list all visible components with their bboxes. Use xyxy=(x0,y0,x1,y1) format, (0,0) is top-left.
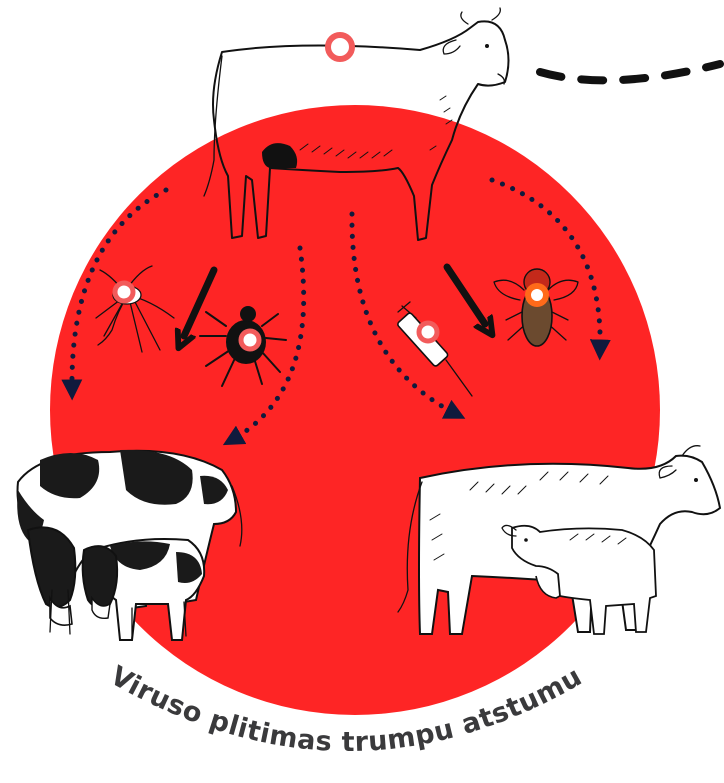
long-distance-dashed-line xyxy=(540,64,720,80)
source-marker xyxy=(328,35,352,59)
syringe-marker xyxy=(419,323,437,341)
fly-marker xyxy=(528,286,546,304)
spread-area-circle xyxy=(50,105,660,715)
tick-marker xyxy=(241,331,259,349)
mosquito-marker xyxy=(115,283,133,301)
